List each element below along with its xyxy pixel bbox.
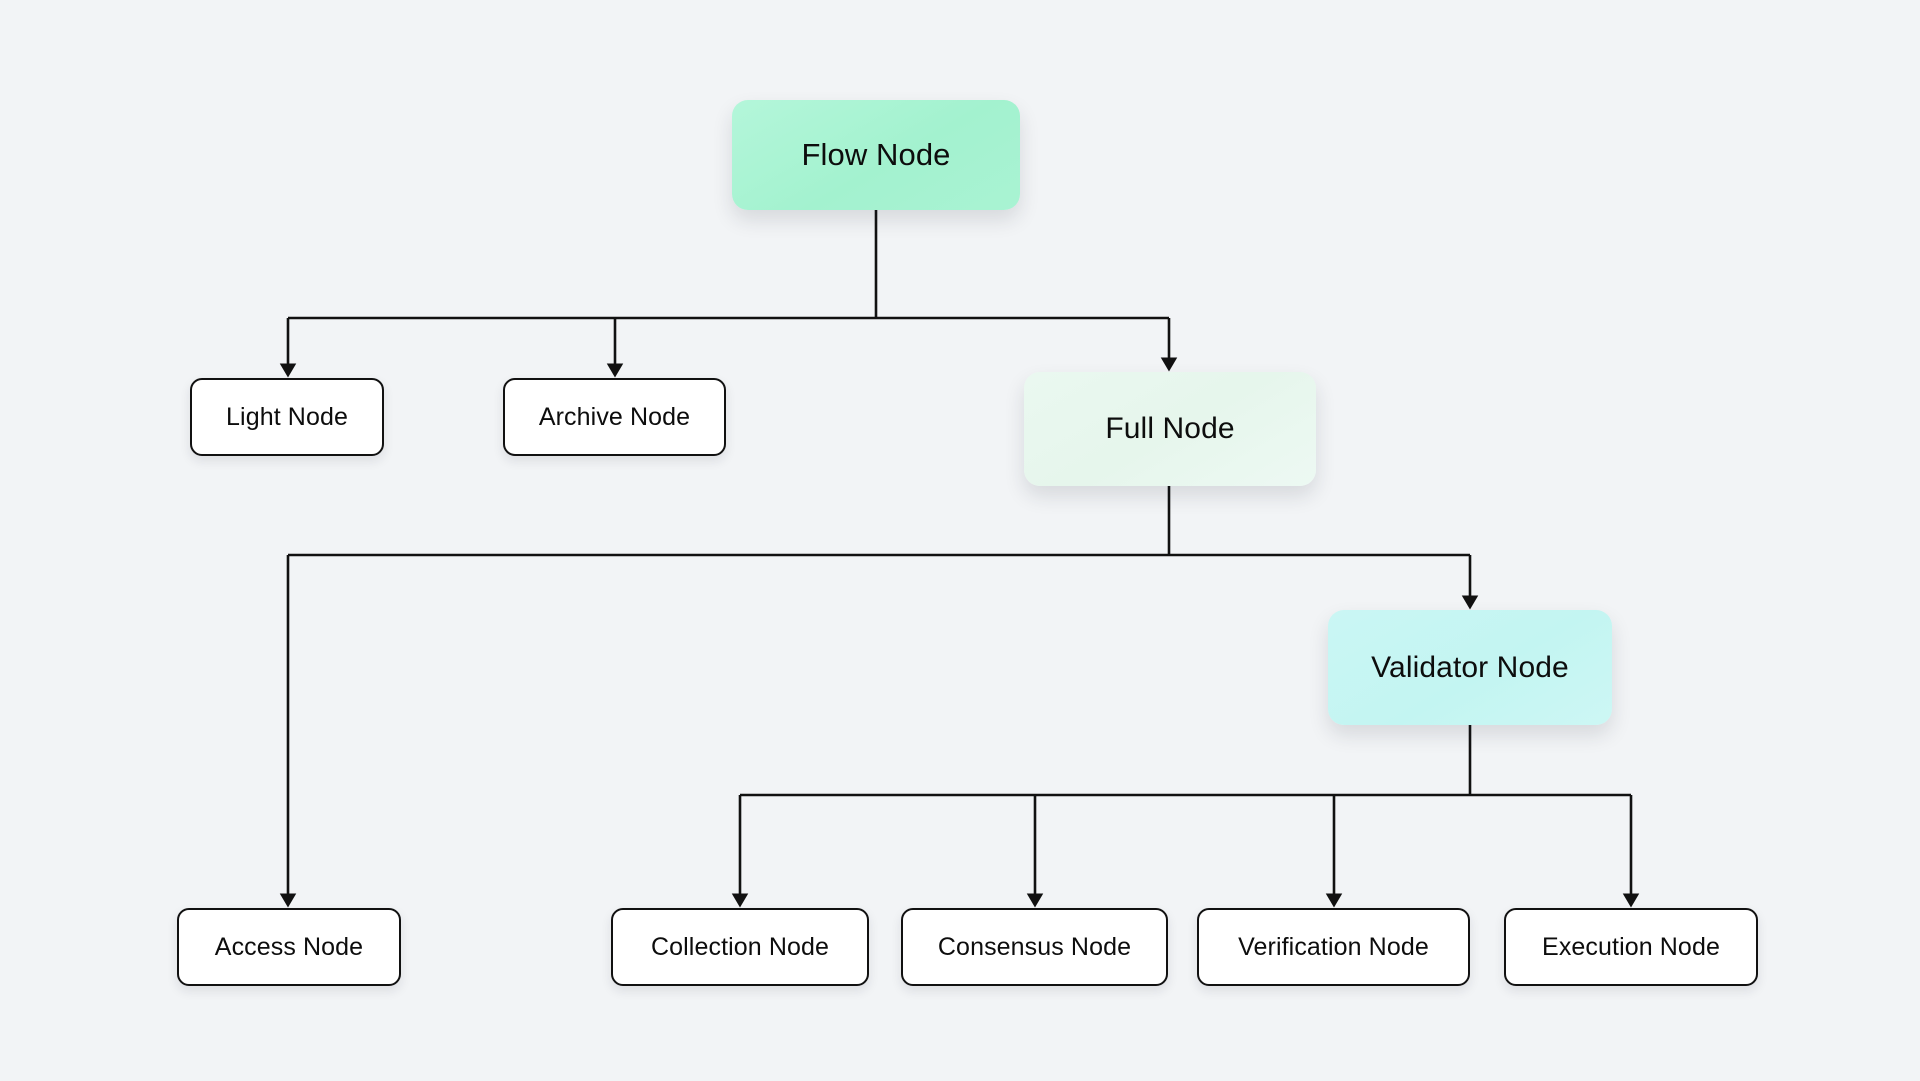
node-consensus-node[interactable]: Consensus Node xyxy=(901,908,1168,986)
node-collection-node[interactable]: Collection Node xyxy=(611,908,869,986)
node-label: Archive Node xyxy=(538,402,691,431)
node-archive-node[interactable]: Archive Node xyxy=(503,378,726,456)
node-label: Light Node xyxy=(226,402,348,431)
node-label: Consensus Node xyxy=(937,932,1132,961)
node-full-node[interactable]: Full Node xyxy=(1024,372,1316,486)
node-label: Verification Node xyxy=(1238,932,1429,961)
node-label: Flow Node xyxy=(801,137,951,172)
node-validator-node[interactable]: Validator Node xyxy=(1328,610,1612,725)
node-light-node[interactable]: Light Node xyxy=(190,378,384,456)
node-flow-node[interactable]: Flow Node xyxy=(732,100,1020,210)
node-verification-node[interactable]: Verification Node xyxy=(1197,908,1470,986)
node-label: Access Node xyxy=(214,932,364,961)
node-execution-node[interactable]: Execution Node xyxy=(1504,908,1758,986)
node-label: Execution Node xyxy=(1542,932,1720,961)
node-access-node[interactable]: Access Node xyxy=(177,908,401,986)
node-label: Collection Node xyxy=(651,932,829,961)
node-label: Full Node xyxy=(1105,412,1235,445)
node-label: Validator Node xyxy=(1371,650,1569,684)
